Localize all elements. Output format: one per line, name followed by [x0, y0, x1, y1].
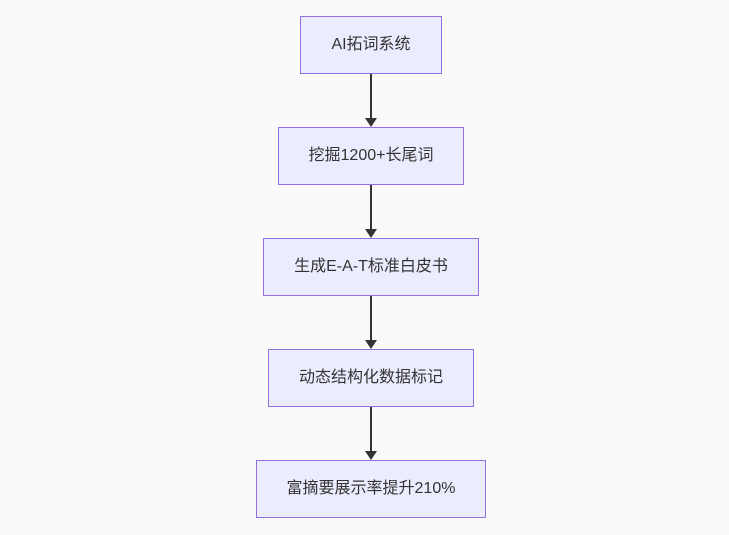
arrow-line [370, 407, 372, 451]
flow-node-label: 富摘要展示率提升210% [286, 480, 456, 497]
arrow-down-1 [365, 74, 377, 127]
flow-node-label: 生成E-A-T标准白皮书 [294, 258, 448, 275]
flow-node-longtail-keywords: 挖掘1200+长尾词 [277, 127, 465, 185]
arrow-line [370, 185, 372, 229]
arrowhead-icon [365, 340, 377, 349]
flow-node-eat-whitepaper: 生成E-A-T标准白皮书 [263, 238, 479, 296]
flow-node-rich-snippet-rate: 富摘要展示率提升210% [255, 460, 487, 518]
arrow-line [370, 296, 372, 340]
flow-node-structured-data: 动态结构化数据标记 [267, 349, 474, 407]
flow-node-ai-system: AI拓词系统 [300, 16, 442, 74]
arrow-down-3 [365, 296, 377, 349]
arrow-line [370, 74, 372, 118]
arrowhead-icon [365, 118, 377, 127]
arrowhead-icon [365, 229, 377, 238]
flow-node-label: AI拓词系统 [331, 36, 411, 53]
flowchart-column: AI拓词系统 挖掘1200+长尾词 生成E-A-T标准白皮书 动态结构化数据标记 [255, 16, 487, 518]
flow-node-label: 动态结构化数据标记 [298, 369, 443, 386]
arrow-down-2 [365, 185, 377, 238]
flow-node-label: 挖掘1200+长尾词 [308, 147, 434, 164]
arrow-down-4 [365, 407, 377, 460]
arrowhead-icon [365, 451, 377, 460]
